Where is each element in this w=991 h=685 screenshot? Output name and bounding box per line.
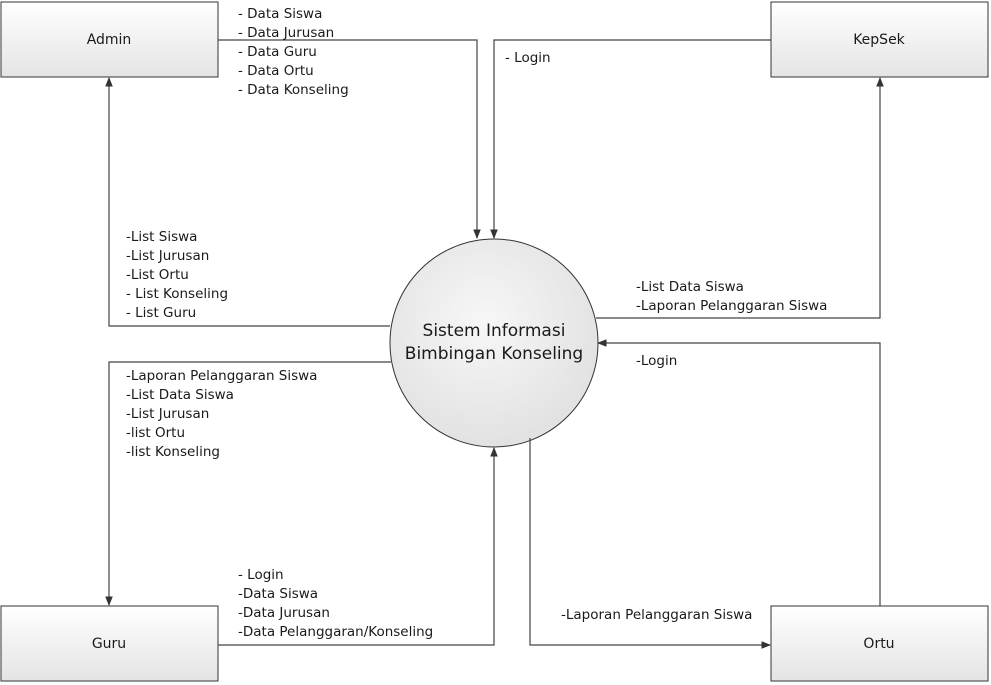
flow-label-system-to-ortu: -Laporan Pelanggaran Siswa — [561, 607, 752, 623]
flow-label-system-to-kepsek: -List Data Siswa -Laporan Pelanggaran Sis… — [636, 279, 827, 314]
flow-label-admin-to-system-line: - Data Jurusan — [238, 25, 334, 41]
process-title-line2: Bimbingan Konseling — [405, 344, 583, 364]
flow-guru-to-system — [218, 447, 498, 646]
process-circle: Sistem Informasi Bimbingan Konseling — [389, 238, 599, 448]
flow-label-admin-to-system-line: - Data Ortu — [238, 63, 314, 79]
flow-label-system-to-admin-line: -List Ortu — [126, 267, 189, 283]
flow-label-admin-to-system-line: - Data Konseling — [238, 82, 349, 98]
flow-label-guru-to-system-line: -Data Siswa — [238, 586, 318, 602]
flow-label-system-to-guru-line: -list Konseling — [126, 444, 220, 460]
flow-label-system-to-kepsek-line: -List Data Siswa — [636, 279, 744, 295]
flow-label-system-to-kepsek-line: -Laporan Pelanggaran Siswa — [636, 298, 827, 314]
entity-kepsek: KepSek — [770, 1, 989, 78]
flow-label-guru-to-system: - Login -Data Siswa -Data Jurusan -Data Pel… — [238, 567, 433, 640]
flow-label-guru-to-system-line: - Login — [238, 567, 284, 583]
flow-label-guru-to-system-line: -Data Pelanggaran/Konseling — [238, 624, 433, 640]
entity-guru: Guru — [0, 605, 219, 682]
flow-ortu-to-system — [597, 339, 881, 606]
flow-label-admin-to-system-line: - Data Guru — [238, 44, 317, 60]
flow-label-system-to-admin-line: - List Guru — [126, 305, 196, 321]
flow-label-admin-to-system-line: - Data Siswa — [238, 6, 322, 22]
flow-label-admin-to-system: - Data Siswa - Data Jurusan - Data Guru - D… — [238, 6, 349, 98]
entity-ortu-label: Ortu — [863, 636, 894, 652]
flow-label-system-to-admin: -List Siswa -List Jurusan -List Ortu - List… — [126, 229, 228, 321]
flow-label-system-to-guru-line: -List Data Siswa — [126, 387, 234, 403]
flow-system-to-admin — [105, 77, 390, 327]
flow-admin-to-system — [218, 39, 481, 239]
flow-label-system-to-guru-line: -list Ortu — [126, 425, 185, 441]
flow-label-system-to-ortu-line: -Laporan Pelanggaran Siswa — [561, 607, 752, 623]
flow-label-system-to-guru: -Laporan Pelanggaran Siswa -List Data Sis… — [126, 368, 317, 460]
flow-label-system-to-guru-line: -List Jurusan — [126, 406, 209, 422]
flow-label-guru-to-system-line: -Data Jurusan — [238, 605, 330, 621]
flow-system-to-kepsek — [596, 77, 884, 319]
entity-guru-label: Guru — [92, 636, 126, 652]
flow-label-ortu-to-system: -Login — [636, 353, 677, 369]
flow-label-system-to-guru-line: -Laporan Pelanggaran Siswa — [126, 368, 317, 384]
entity-admin: Admin — [0, 1, 219, 78]
flow-label-system-to-admin-line: -List Siswa — [126, 229, 197, 245]
flow-system-to-guru — [105, 361, 391, 606]
flow-label-kepsek-to-system: - Login — [505, 50, 551, 66]
flow-label-system-to-admin-line: - List Konseling — [126, 286, 228, 302]
flow-label-kepsek-to-system-line: - Login — [505, 50, 551, 66]
entity-kepsek-label: KepSek — [853, 32, 905, 48]
flow-label-ortu-to-system-line: -Login — [636, 353, 677, 369]
flow-label-system-to-admin-line: -List Jurusan — [126, 248, 209, 264]
entity-admin-label: Admin — [87, 32, 132, 48]
flow-system-to-ortu — [529, 438, 771, 649]
process-title-line1: Sistem Informasi — [423, 321, 566, 341]
flow-kepsek-to-system — [490, 39, 771, 239]
entity-ortu: Ortu — [770, 605, 989, 682]
